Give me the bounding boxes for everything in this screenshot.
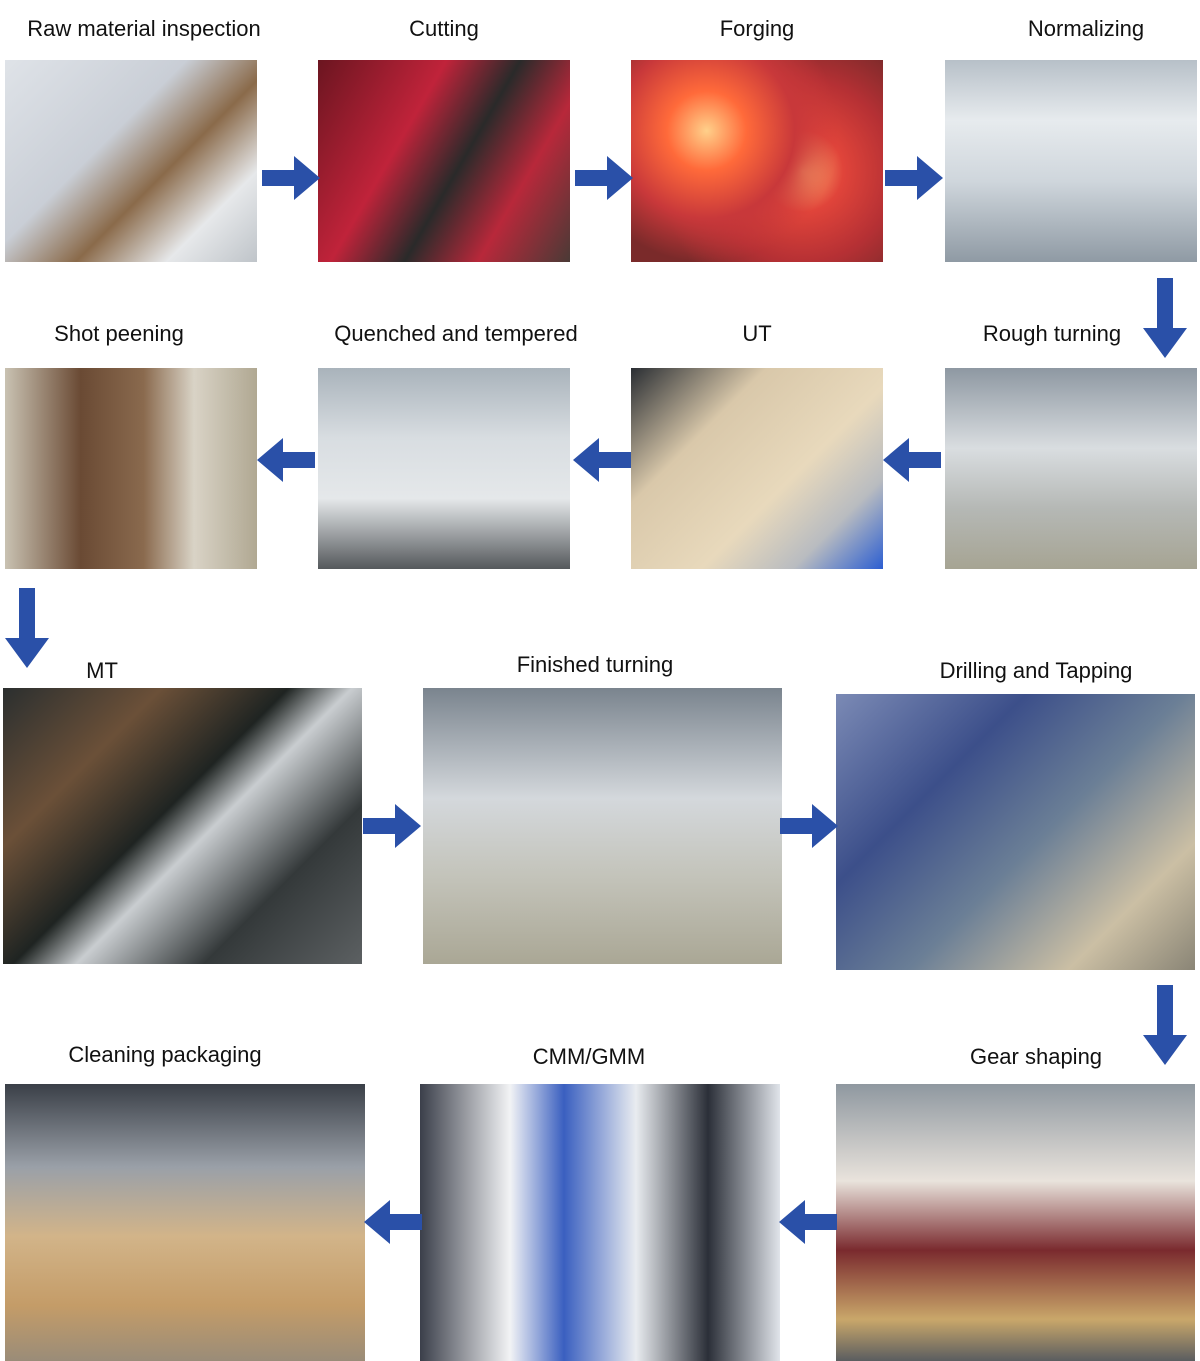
arrow-right-icon (780, 804, 838, 848)
step-label-cutting: Cutting (409, 16, 479, 41)
arrow-right-icon (575, 156, 633, 200)
photo-gear-shaping (836, 1084, 1195, 1361)
step-label-drilling-and-tapping: Drilling and Tapping (939, 658, 1133, 683)
step-label-rough-turning: Rough turning (982, 321, 1122, 346)
arrow-right-icon (885, 156, 943, 200)
photo-cutting (318, 60, 570, 262)
step-label-cmm-gmm: CMM/GMM (532, 1044, 646, 1069)
photo-rough-turning (945, 368, 1197, 569)
photo-raw-material-inspection (5, 60, 257, 262)
step-label-quenched-and-tempered: Quenched and tempered (334, 321, 578, 346)
photo-ut (631, 368, 883, 569)
step-label-ut: UT (742, 321, 772, 346)
arrow-down-icon (1143, 278, 1187, 358)
photo-shot-peening (5, 368, 257, 569)
arrow-down-icon (1143, 985, 1187, 1065)
step-label-finished-turning: Finished turning (516, 652, 674, 677)
photo-quenched-and-tempered (318, 368, 570, 569)
step-label-mt: MT (86, 658, 118, 683)
photo-cmm-gmm (420, 1084, 780, 1361)
arrow-down-icon (5, 588, 49, 668)
photo-drilling-and-tapping (836, 694, 1195, 970)
arrow-left-icon (257, 438, 315, 482)
step-label-raw-material-inspection: Raw material inspection (27, 16, 261, 41)
step-label-normalizing: Normalizing (1027, 16, 1145, 41)
arrow-right-icon (262, 156, 320, 200)
photo-finished-turning (423, 688, 782, 964)
photo-mt (3, 688, 362, 964)
photo-cleaning-packaging (5, 1084, 365, 1361)
arrow-left-icon (364, 1200, 422, 1244)
step-label-shot-peening: Shot peening (54, 321, 184, 346)
photo-forging (631, 60, 883, 262)
arrow-right-icon (363, 804, 421, 848)
arrow-left-icon (779, 1200, 837, 1244)
arrow-left-icon (883, 438, 941, 482)
step-label-gear-shaping: Gear shaping (969, 1044, 1103, 1069)
step-label-cleaning-packaging: Cleaning packaging (68, 1042, 262, 1067)
step-label-forging: Forging (719, 16, 795, 41)
arrow-left-icon (573, 438, 631, 482)
photo-normalizing (945, 60, 1197, 262)
